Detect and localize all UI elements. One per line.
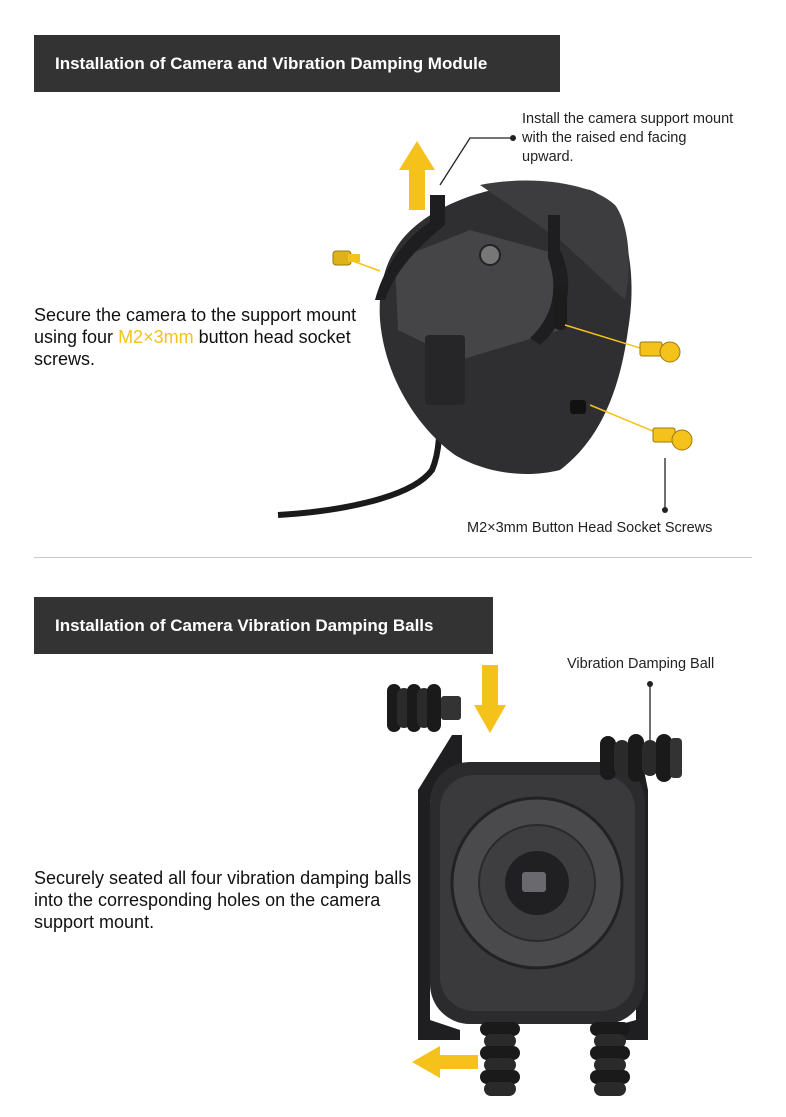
left-arrow-icon [412, 1046, 478, 1078]
section-2-instruction: Securely seated all four vibration dampi… [34, 868, 412, 932]
down-arrow-icon [474, 665, 506, 733]
screw-right-lower-icon [589, 404, 693, 451]
screws-callout: M2×3mm Button Head Socket Screws [467, 520, 713, 536]
up-arrow-icon [399, 141, 435, 210]
mount-orientation-callout: Install the camera support mount with th… [522, 111, 734, 165]
connector [425, 335, 465, 405]
damping-ball-bottom-right-icon [590, 1022, 630, 1096]
screws-leader-dot [662, 507, 668, 513]
lens-reflection [522, 872, 546, 892]
instruction-text-start: Secure the camera to the support mount u… [34, 305, 357, 347]
mount-leader-line [439, 137, 513, 186]
damping-ball-callout: Vibration Damping Ball [567, 656, 715, 672]
bracket-left-side [418, 735, 462, 1040]
screw-hole [570, 400, 586, 414]
ball-leader-dot [647, 681, 653, 687]
damping-ball-top-right-icon [600, 734, 682, 782]
section-2-title: Installation of Camera Vibration Damping… [34, 597, 493, 654]
screw-right-upper-icon [564, 324, 681, 363]
camera-front-face [395, 230, 560, 360]
camera-top-shell [480, 180, 629, 300]
mount-leader-dot [510, 135, 516, 141]
section-1-title: Installation of Camera and Vibration Dam… [34, 35, 560, 92]
screw-size-highlight: M2×3mm [118, 327, 194, 347]
camera-mount-illustration [277, 135, 693, 518]
screw-left-icon [332, 250, 381, 272]
section-2-title-text: Installation of Camera Vibration Damping… [55, 615, 434, 635]
bracket-left-arm [375, 195, 445, 300]
section-1-instruction: Secure the camera to the support mount u… [34, 304, 364, 370]
top-screw-head [479, 244, 501, 266]
damping-ball-bottom-left-icon [480, 1022, 520, 1096]
instruction-text-end: button head socket screws. [34, 327, 351, 369]
damping-balls-illustration [387, 665, 682, 1096]
section-1-title-text: Installation of Camera and Vibration Dam… [55, 53, 488, 73]
section-divider [34, 557, 752, 558]
side-slot [553, 285, 567, 330]
damping-ball-top-left-icon [387, 684, 461, 732]
